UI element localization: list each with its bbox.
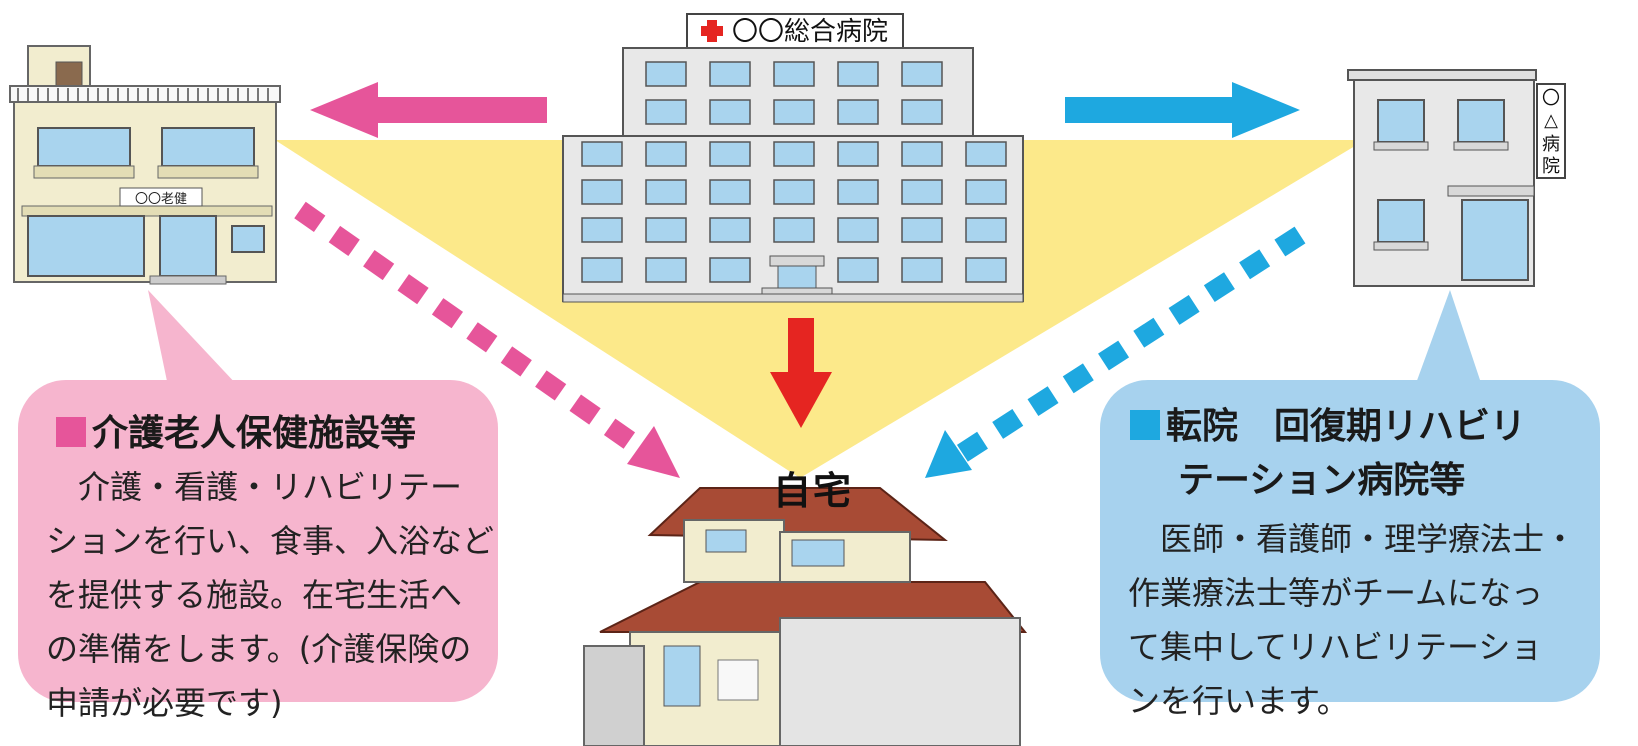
arrow-to-rehab-hospital	[1065, 82, 1300, 138]
home-house	[583, 487, 1028, 746]
general-hospital-building	[562, 13, 1024, 303]
svg-text:院: 院	[1542, 156, 1560, 176]
nursing-facility-sign: 〇〇老健	[135, 191, 187, 206]
rehab-hospital-title: 転院 回復期リハビリ テーション病院等	[1130, 400, 1526, 508]
arrow-to-nursing-facility	[310, 82, 547, 138]
nursing-facility-description: 介護・看護・リハビリテー ションを行い、食事、入浴など を提供する施設。在宅生活…	[46, 468, 495, 722]
svg-text:△: △	[1544, 110, 1558, 130]
nursing-facility-callout: 介護老人保健施設等 介護・看護・リハビリテー ションを行い、食事、入浴など を提…	[18, 380, 498, 722]
blue-square-icon	[1130, 410, 1160, 440]
pink-square-icon	[56, 417, 86, 447]
arrow-to-home	[770, 318, 832, 428]
rehab-hospital-callout: 転院 回復期リハビリ テーション病院等 医師・看護師・理学療法士・ 作業療法士等…	[1100, 380, 1600, 720]
nursing-facility-building	[9, 45, 281, 285]
general-hospital-sign: 〇〇総合病院	[732, 16, 888, 46]
flow-triangle-background	[275, 140, 1365, 478]
dashed-arrow-rehab-to-home	[925, 226, 1306, 478]
hospital-windows	[581, 61, 1007, 283]
svg-text:病: 病	[1542, 134, 1560, 154]
nursing-facility-title: 介護老人保健施設等	[56, 404, 416, 456]
right-callout-tail	[1415, 290, 1482, 386]
left-callout-tail	[148, 290, 238, 386]
rehab-hospital-description: 医師・看護師・理学療法士・ 作業療法士等がチームになっ て集中してリハビリテーシ…	[1128, 520, 1577, 720]
rehab-hospital-building	[1347, 69, 1566, 287]
dashed-arrow-nursing-to-home	[294, 201, 680, 478]
home-label: 自宅	[773, 469, 854, 513]
svg-text:〇: 〇	[1542, 88, 1560, 108]
rehab-hospital-sign: 〇 △ 病 院	[1542, 88, 1560, 176]
